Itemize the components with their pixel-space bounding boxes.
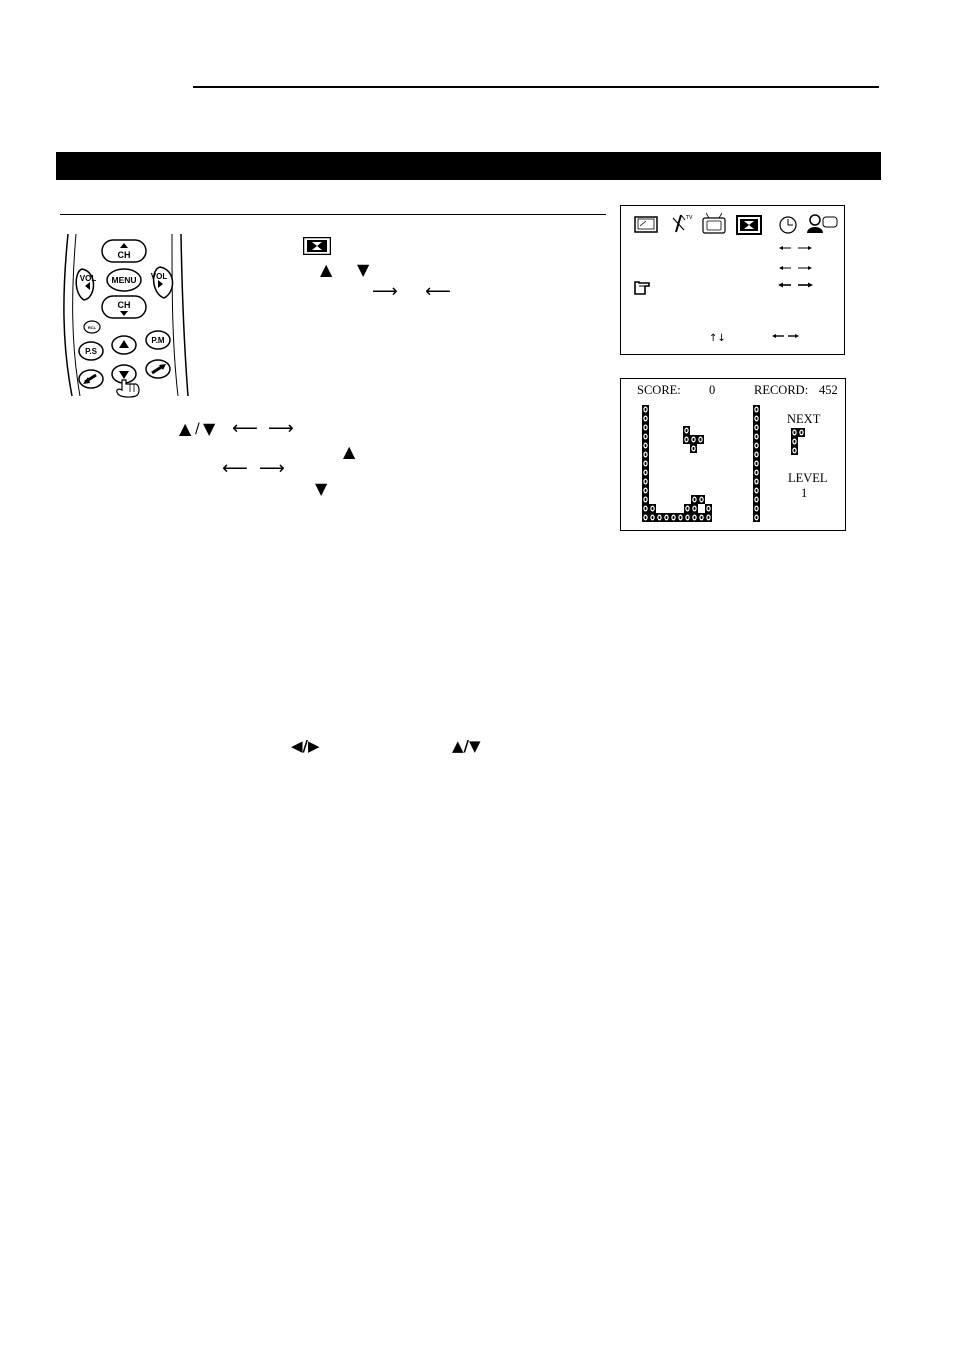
- clock-icon: [779, 216, 797, 234]
- left-arrow-glyph-2: ⟵: [232, 418, 258, 439]
- pm-label: P.M: [151, 336, 165, 345]
- option-arrows-row-1: [779, 246, 812, 250]
- right-arrow-glyph: ⟶: [372, 281, 398, 302]
- right-arrow-glyph-2: ⟶: [268, 418, 294, 439]
- pointer-hand-icon: [634, 281, 650, 295]
- ch-up-label: CH: [118, 250, 131, 260]
- menu-screen-panel: TV: [620, 205, 845, 355]
- left-wall: [642, 405, 649, 522]
- slash-glyph: /: [195, 421, 200, 437]
- section-title-bar: [56, 152, 881, 180]
- left-right-glyph: ◀/▶: [291, 737, 320, 755]
- record-value: 452: [819, 383, 838, 397]
- remote-control-illustration: CH MENU VOL VOL CH RCL P.S P.M: [63, 234, 189, 398]
- option-arrows-row-2: [779, 266, 812, 270]
- score-value: 0: [709, 383, 716, 397]
- down-triangle-glyph: ▼: [357, 260, 370, 279]
- left-button[interactable]: [78, 369, 104, 389]
- updown-hint-icon: ↑↓: [709, 333, 726, 344]
- vol-right-label: VOL: [151, 272, 168, 281]
- ps-button[interactable]: P.S: [78, 341, 104, 361]
- up-triangle-glyph-3: ▲: [343, 442, 356, 461]
- up-triangle-glyph-2: ▲: [179, 419, 192, 438]
- vol-left-button[interactable]: VOL: [75, 268, 97, 301]
- right-arrow-glyph-3: ⟶: [259, 458, 285, 479]
- score-label: SCORE:: [637, 383, 681, 397]
- down-triangle-glyph-3: ▼: [315, 479, 328, 498]
- up-button[interactable]: [111, 335, 137, 355]
- left-arrow-glyph-3: ⟵: [222, 458, 248, 479]
- person-icon: [807, 214, 838, 233]
- right-wall: [753, 405, 760, 522]
- game-icon: [736, 215, 762, 235]
- pointing-hand-icon: [116, 379, 140, 398]
- section-divider: [60, 214, 606, 215]
- recall-button[interactable]: RCL: [83, 320, 101, 334]
- down-triangle-glyph-2: ▼: [203, 419, 216, 438]
- option-arrows-row-3: [778, 282, 813, 288]
- recall-label: RCL: [88, 325, 97, 330]
- left-arrow-glyph: ⟵: [425, 281, 451, 302]
- picture-icon: [634, 216, 658, 233]
- svg-text:TV: TV: [685, 215, 693, 221]
- level-value: 1: [801, 486, 808, 500]
- vol-right-button[interactable]: VOL: [151, 266, 174, 299]
- next-piece-preview: [791, 428, 805, 455]
- ch-down-button[interactable]: CH: [101, 295, 147, 319]
- pm-button[interactable]: P.M: [145, 330, 171, 350]
- next-label: NEXT: [787, 412, 821, 426]
- record-label: RECORD:: [754, 383, 809, 397]
- menu-button[interactable]: MENU: [106, 268, 142, 292]
- vol-left-label: VOL: [80, 274, 97, 283]
- leftright-hint-icon: [772, 334, 799, 338]
- up-triangle-glyph: ▲: [320, 260, 333, 279]
- game-menu-icon: [303, 237, 331, 255]
- header-rule: [193, 86, 879, 88]
- stacked-blocks: [649, 495, 712, 522]
- tv-icon: [702, 212, 726, 234]
- right-button[interactable]: [145, 359, 171, 379]
- tetris-playfield: [642, 405, 805, 522]
- up-down-glyph: ▲/▼: [452, 737, 481, 755]
- falling-piece: [683, 426, 704, 453]
- game-screen-panel: SCORE: 0 RECORD: 452 NEXT LEVEL 1: [620, 378, 846, 531]
- level-label: LEVEL: [788, 471, 828, 485]
- antenna-icon: TV: [672, 214, 693, 233]
- menu-screen-drawing: TV: [634, 212, 838, 344]
- ch-up-button[interactable]: CH: [101, 239, 147, 263]
- ps-label: P.S: [85, 347, 98, 356]
- menu-label: MENU: [111, 275, 136, 285]
- ch-down-label: CH: [118, 300, 131, 310]
